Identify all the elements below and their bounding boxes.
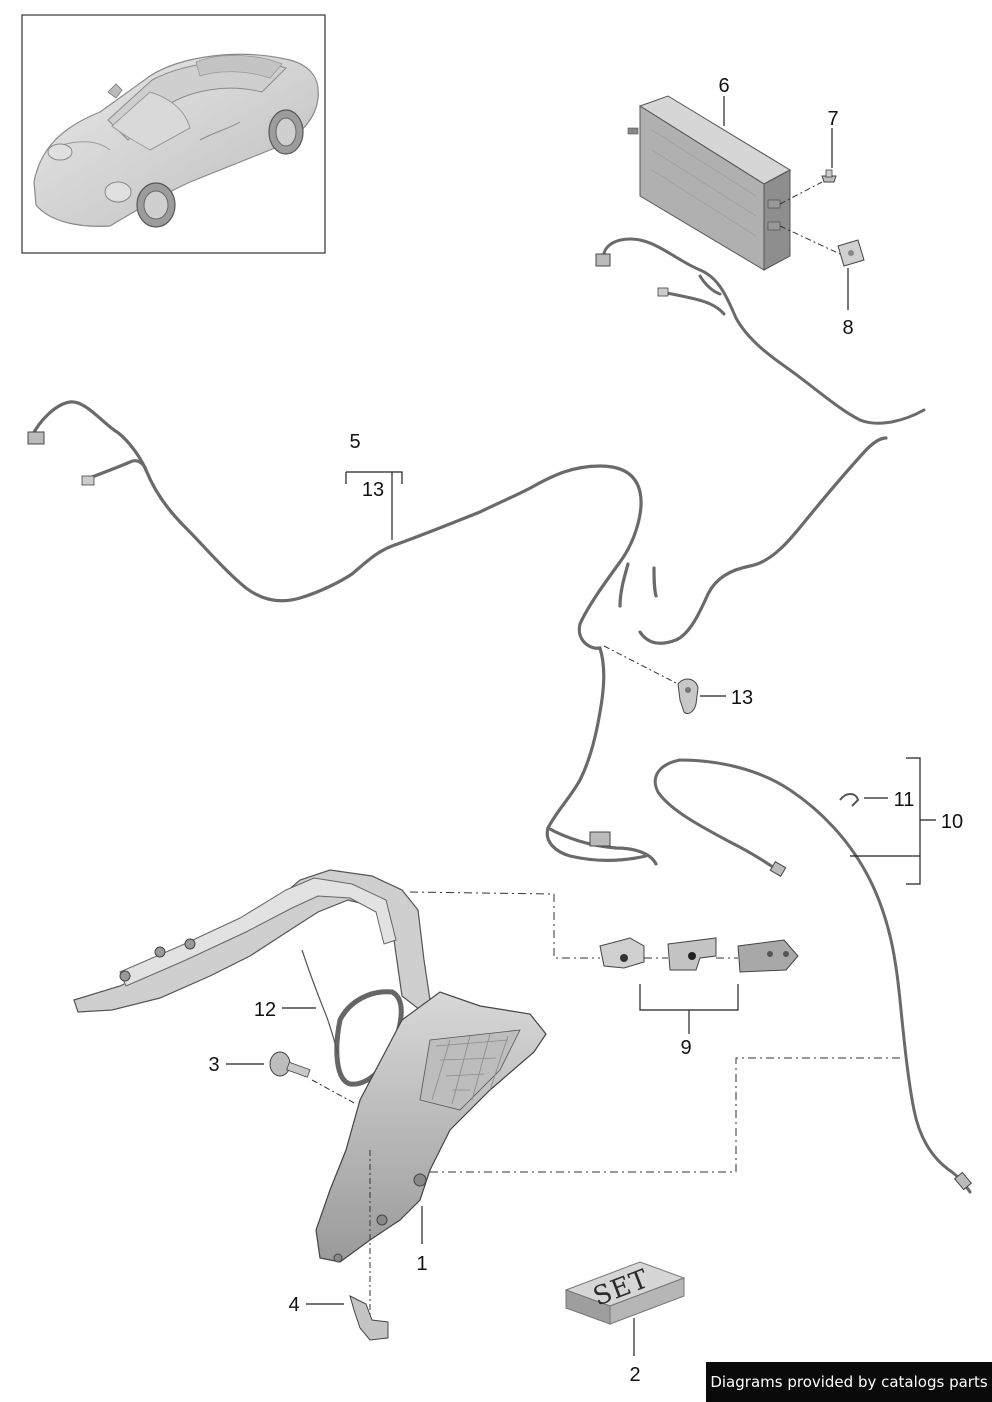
callout-2: 2 [629,1364,640,1386]
wiring-harness-upper [602,237,926,425]
car-thumbnail [21,14,326,254]
callout-4: 4 [288,1294,299,1316]
callout-5: 5 [349,431,360,453]
pedal-assembly [73,869,547,1263]
callout-1: 1 [416,1253,427,1275]
callout-10: 10 [941,811,963,833]
leader-lines [226,96,936,1356]
screw-part [821,169,837,183]
callout-13-bracket: 13 [731,687,753,709]
cable-end-fitting [769,860,973,1191]
callout-6: 6 [718,75,729,97]
repair-set-box: SET [564,1261,686,1325]
connector-part [27,431,611,847]
cable-part [653,758,972,1194]
spring-part [301,949,339,1055]
sensor-part [349,1295,389,1341]
callout-3: 3 [208,1054,219,1076]
callout-11: 11 [894,789,915,811]
credit-text: Diagrams provided by catalogs parts [710,1373,988,1391]
assembly-lines [409,891,904,1173]
credit-banner: Diagrams provided by catalogs parts [706,1362,992,1402]
callout-7: 7 [827,108,838,130]
control-unit [627,95,792,271]
connector-part [595,253,669,297]
callout-9: 9 [680,1037,691,1059]
screw-part [269,1051,311,1078]
callout-8: 8 [842,317,853,339]
wiring-harness-main [30,400,888,866]
callout-12: 12 [254,999,276,1021]
bracket-set-part [599,937,799,973]
callout-13-upper: 13 [362,479,384,501]
clip-part [839,793,860,807]
clip-part [837,239,865,267]
bracket-part [677,678,699,715]
